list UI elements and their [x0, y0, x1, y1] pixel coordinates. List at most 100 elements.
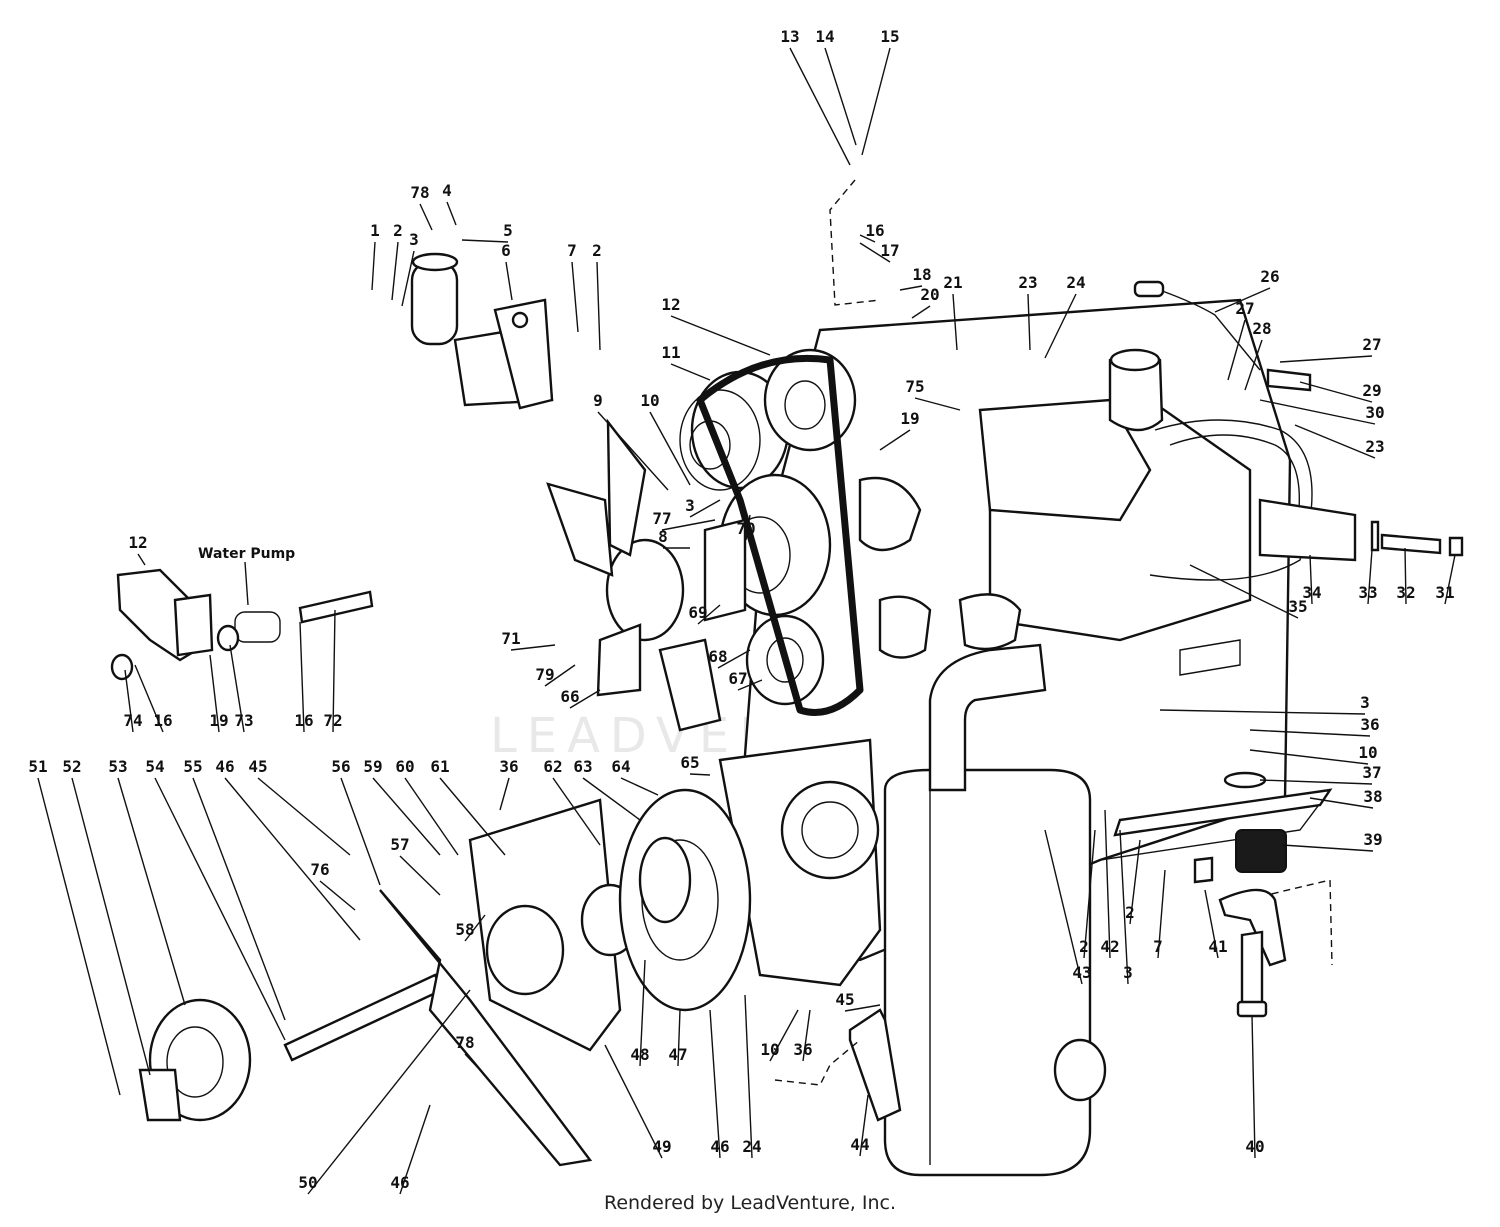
callout-label: 39 [1363, 830, 1382, 849]
callout-leader [670, 363, 711, 381]
callout-leader [1027, 293, 1031, 351]
callout-label: 36 [793, 1040, 812, 1059]
callout-leader [1281, 844, 1374, 852]
callout-label: 12 [661, 295, 680, 314]
callout-leader [124, 669, 134, 733]
callout-label: 66 [560, 687, 579, 706]
callout-leader [737, 679, 763, 691]
pulley-assembly [679, 348, 864, 716]
callout-label: 10 [760, 1040, 779, 1059]
callout-leader [154, 777, 286, 1041]
callout-leader [861, 47, 891, 156]
callout-label: 46 [390, 1173, 409, 1192]
callout-leader [1251, 1014, 1256, 1159]
callout-label: 2 [1079, 937, 1089, 956]
callout-label: 1 [370, 221, 380, 240]
callout-label: 78 [455, 1033, 474, 1052]
callout-leader [71, 777, 151, 1076]
callout-label: 23 [1365, 437, 1384, 456]
callout-label: 16 [153, 711, 172, 730]
water-pump-caption: Water Pump [198, 546, 295, 562]
callout-label: 23 [1018, 273, 1037, 292]
callout-leader [1159, 709, 1366, 715]
callout-leader [639, 959, 646, 1067]
callout-label: 12 [128, 533, 147, 552]
callout-leader [802, 1009, 811, 1062]
cooling-fan [546, 418, 722, 732]
callout-label: 9 [593, 391, 603, 410]
callout-leader [307, 989, 471, 1195]
callout-leader [544, 664, 576, 687]
callout-leader [1404, 547, 1407, 605]
callout-label: 30 [1365, 403, 1384, 422]
callout-label: 61 [430, 757, 449, 776]
callout-label: 2 [592, 241, 602, 260]
callout-leader [209, 654, 220, 733]
callout-leader [134, 664, 164, 733]
callout-leader [844, 1004, 881, 1012]
callout-leader [439, 777, 506, 856]
callout-leader [340, 777, 381, 886]
callout-leader [789, 47, 851, 166]
callout-leader [1157, 869, 1166, 959]
callout-leader [582, 777, 641, 821]
callout-label: 72 [323, 711, 342, 730]
callout-leader [419, 203, 433, 231]
callout-label: 18 [912, 265, 931, 284]
callout-label: 45 [835, 990, 854, 1009]
callout-label: 36 [499, 757, 518, 776]
callout-leader [670, 315, 771, 356]
callout-label: 42 [1100, 937, 1119, 956]
callout-leader [1259, 399, 1376, 425]
callout-leader [257, 777, 351, 856]
callout-label: 20 [920, 285, 939, 304]
callout-label: 54 [145, 757, 164, 776]
callout-leader [1279, 355, 1373, 363]
callout-label: 67 [728, 669, 747, 688]
callout-leader [1299, 381, 1373, 403]
callout-leader [332, 609, 336, 733]
callout-label: 7 [567, 241, 577, 260]
callout-label: 47 [668, 1045, 687, 1064]
callout-label: 44 [850, 1135, 869, 1154]
callout-label: 58 [455, 920, 474, 939]
callout-label: 55 [183, 757, 202, 776]
callout-label: 24 [1066, 273, 1085, 292]
callout-label: 24 [742, 1137, 761, 1156]
fuel-line [1133, 280, 1464, 557]
callout-leader [824, 47, 857, 146]
callout-leader [37, 777, 121, 1096]
callout-leader [510, 644, 556, 651]
callout-label: 11 [661, 343, 680, 362]
callout-label: 3 [1360, 693, 1370, 712]
callout-leader [1244, 339, 1263, 391]
callout-label: 28 [1252, 319, 1271, 338]
callout-leader [620, 777, 659, 796]
callout-label: 71 [501, 629, 520, 648]
callout-label: 26 [1260, 267, 1279, 286]
callout-label: 29 [1362, 381, 1381, 400]
callout-leader [1309, 797, 1374, 809]
callout-leader [401, 250, 415, 307]
callout-leader [319, 880, 356, 911]
callout-leader [461, 239, 509, 243]
callout-label: 76 [310, 860, 329, 879]
callout-label: 36 [1360, 715, 1379, 734]
callout-label: 4 [442, 181, 452, 200]
callout-label: 43 [1072, 963, 1091, 982]
callout-label: 3 [1123, 963, 1133, 982]
callout-leader [552, 777, 601, 846]
callout-label: 40 [1245, 1137, 1264, 1156]
callout-leader [745, 514, 751, 541]
callout-leader [769, 1009, 799, 1062]
callout-leader [744, 994, 753, 1159]
callout-label: 73 [234, 711, 253, 730]
callout-leader [391, 241, 399, 301]
callout-label: 33 [1358, 583, 1377, 602]
callout-leader [1294, 424, 1376, 459]
callout-label: 34 [1302, 583, 1321, 602]
callout-leader [1119, 829, 1129, 985]
callout-label: 16 [865, 221, 884, 240]
callout-label: 64 [611, 757, 630, 776]
